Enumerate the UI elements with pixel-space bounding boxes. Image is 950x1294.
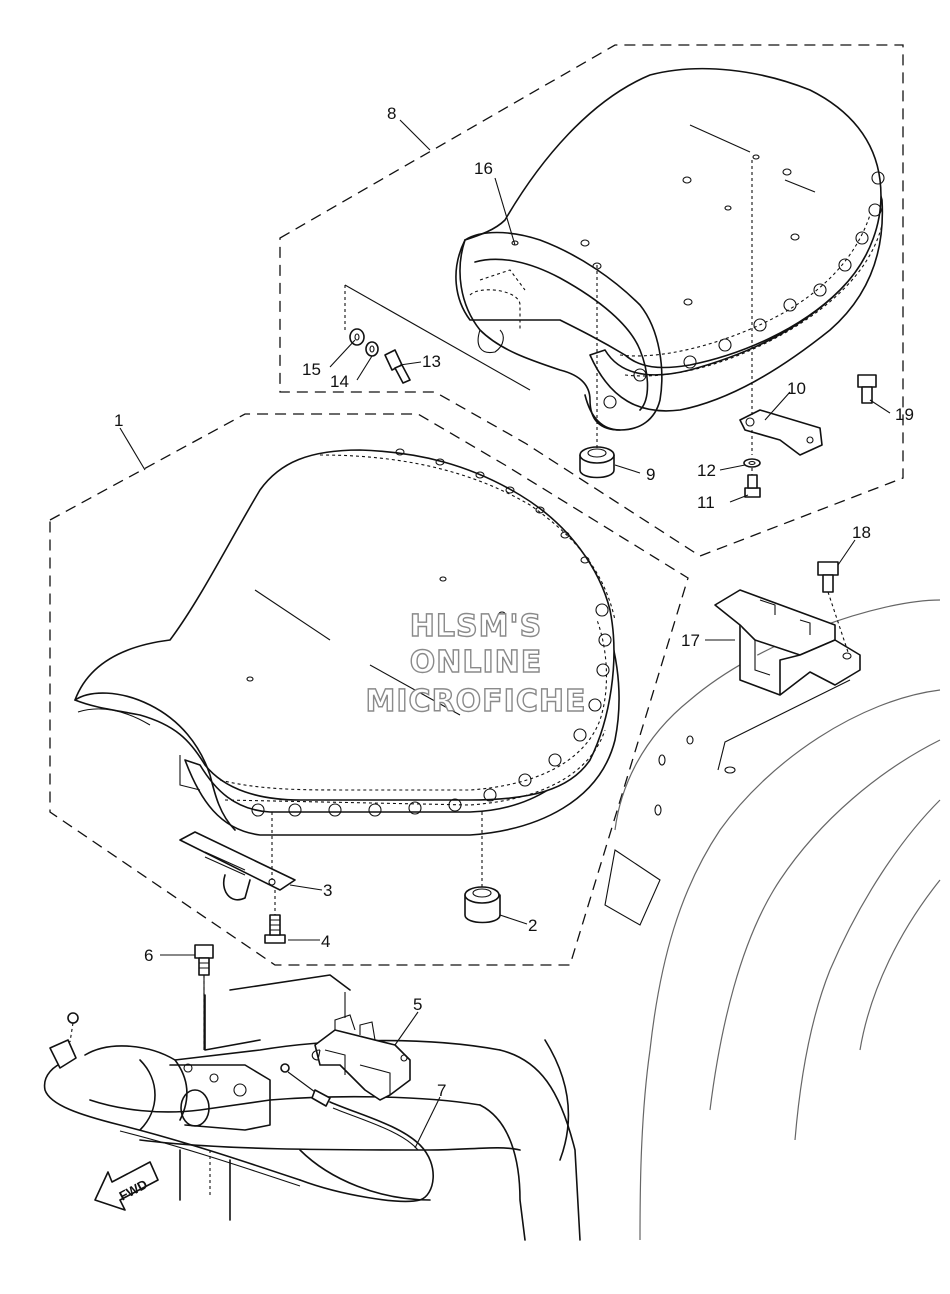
part-19-bolt (857, 374, 877, 404)
callout-12: 12 (697, 461, 716, 480)
part-3-bracket (179, 831, 296, 901)
callout-15: 15 (302, 360, 321, 379)
part-7-cable (43, 1012, 434, 1203)
callout-10: 10 (787, 379, 806, 398)
part-5-relay (311, 1014, 411, 1101)
watermark-line-1: HLSM'S (410, 609, 542, 644)
part-12-washer (743, 458, 761, 468)
part-17-bracket (714, 589, 861, 696)
callout-7: 7 (437, 1081, 446, 1100)
part-14-nut (365, 341, 379, 357)
callout-13: 13 (422, 352, 441, 371)
part-9-damper (579, 446, 615, 479)
callout-8: 8 (387, 104, 396, 123)
callout-11: 11 (697, 493, 715, 512)
callout-16: 16 (474, 159, 493, 178)
frame-tubes (84, 974, 581, 1241)
forward-direction-arrow: FWD (94, 1161, 159, 1211)
front-seat (74, 448, 620, 836)
part-2-damper (464, 886, 501, 924)
callout-18: 18 (852, 523, 871, 542)
callout-5: 5 (413, 995, 422, 1014)
part-11-bolt (744, 474, 761, 498)
watermark-line-3: MICROFICHE (366, 684, 587, 719)
part-18-bolt (817, 561, 839, 593)
callout-14: 14 (330, 372, 349, 391)
part-10-bracket (739, 409, 823, 456)
callout-6: 6 (144, 946, 153, 965)
assembly-lines (203, 160, 851, 1050)
callout-9: 9 (646, 465, 655, 484)
watermark: HLSM'S ONLINE MICROFICHE (365, 608, 587, 719)
part-13-bolt (384, 349, 411, 384)
callout-19: 19 (895, 405, 914, 424)
rear-seat (455, 67, 885, 431)
callout-2: 2 (528, 916, 537, 935)
callout-17: 17 (681, 631, 700, 650)
front-seat-assembly-boundary (49, 413, 689, 966)
part-4-bolt (264, 914, 286, 944)
callout-3: 3 (323, 881, 332, 900)
callout-4: 4 (321, 932, 330, 951)
leader-lines (119, 119, 891, 1149)
watermark-line-2: ONLINE (410, 645, 543, 680)
callout-labels: 1 2 3 4 5 6 7 8 9 10 11 12 13 14 15 16 1… (114, 104, 914, 1100)
callout-1: 1 (114, 411, 123, 430)
frame-and-fender (604, 599, 941, 1241)
part-6-bolt (194, 944, 214, 976)
